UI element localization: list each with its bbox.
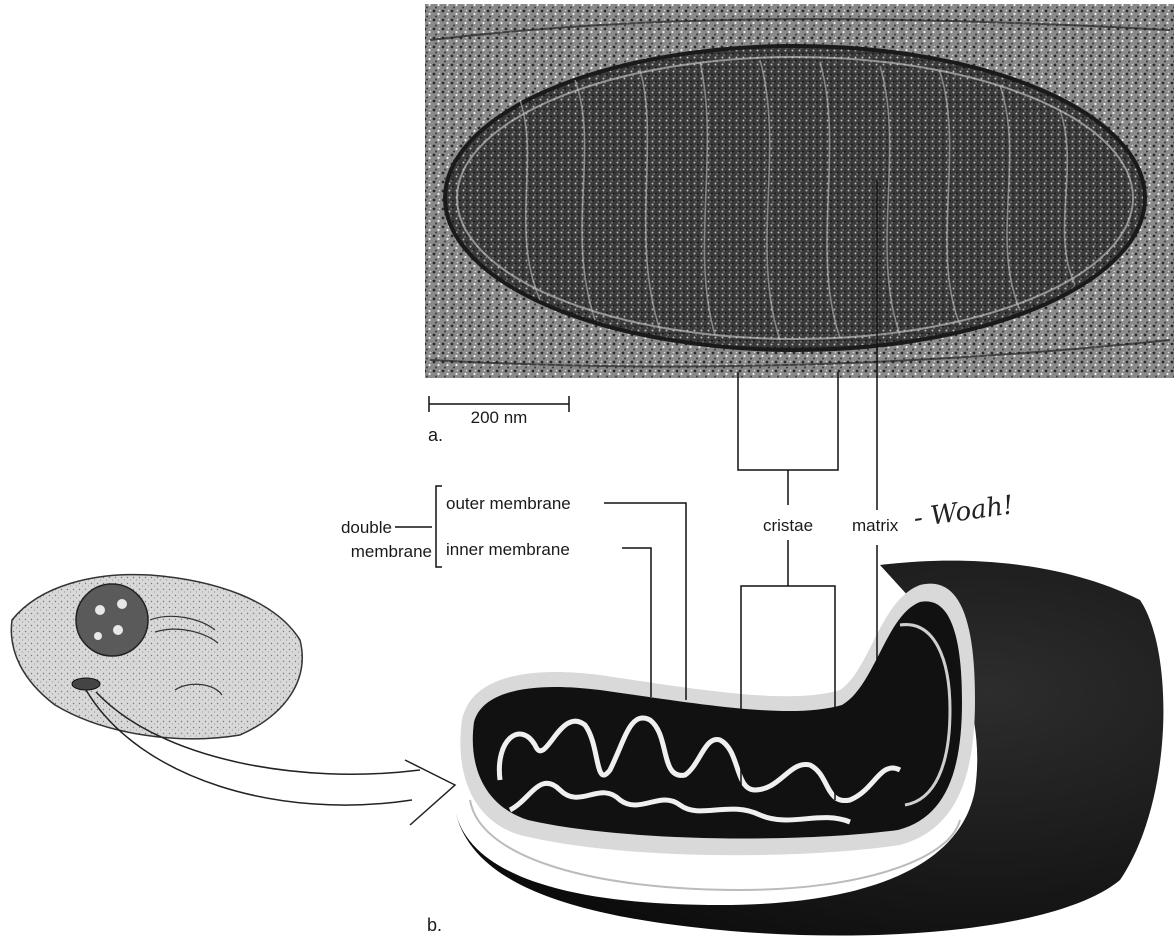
label-double-membrane-line2: membrane	[351, 542, 432, 561]
scale-bar-label: 200 nm	[471, 408, 528, 427]
label-inner-membrane: inner membrane	[446, 540, 570, 559]
label-outer-membrane: outer membrane	[446, 494, 571, 513]
mitochondrion-cutaway	[455, 561, 1163, 936]
label-matrix: matrix	[852, 516, 899, 535]
cell-illustration	[11, 575, 302, 739]
label-cristae: cristae	[763, 516, 813, 535]
panel-b-label: b.	[427, 915, 442, 935]
handwritten-note: - Woah!	[912, 490, 1016, 534]
electron-micrograph	[425, 4, 1174, 378]
label-double-membrane-line1: double	[341, 518, 392, 537]
panel-a-label: a.	[428, 425, 443, 445]
